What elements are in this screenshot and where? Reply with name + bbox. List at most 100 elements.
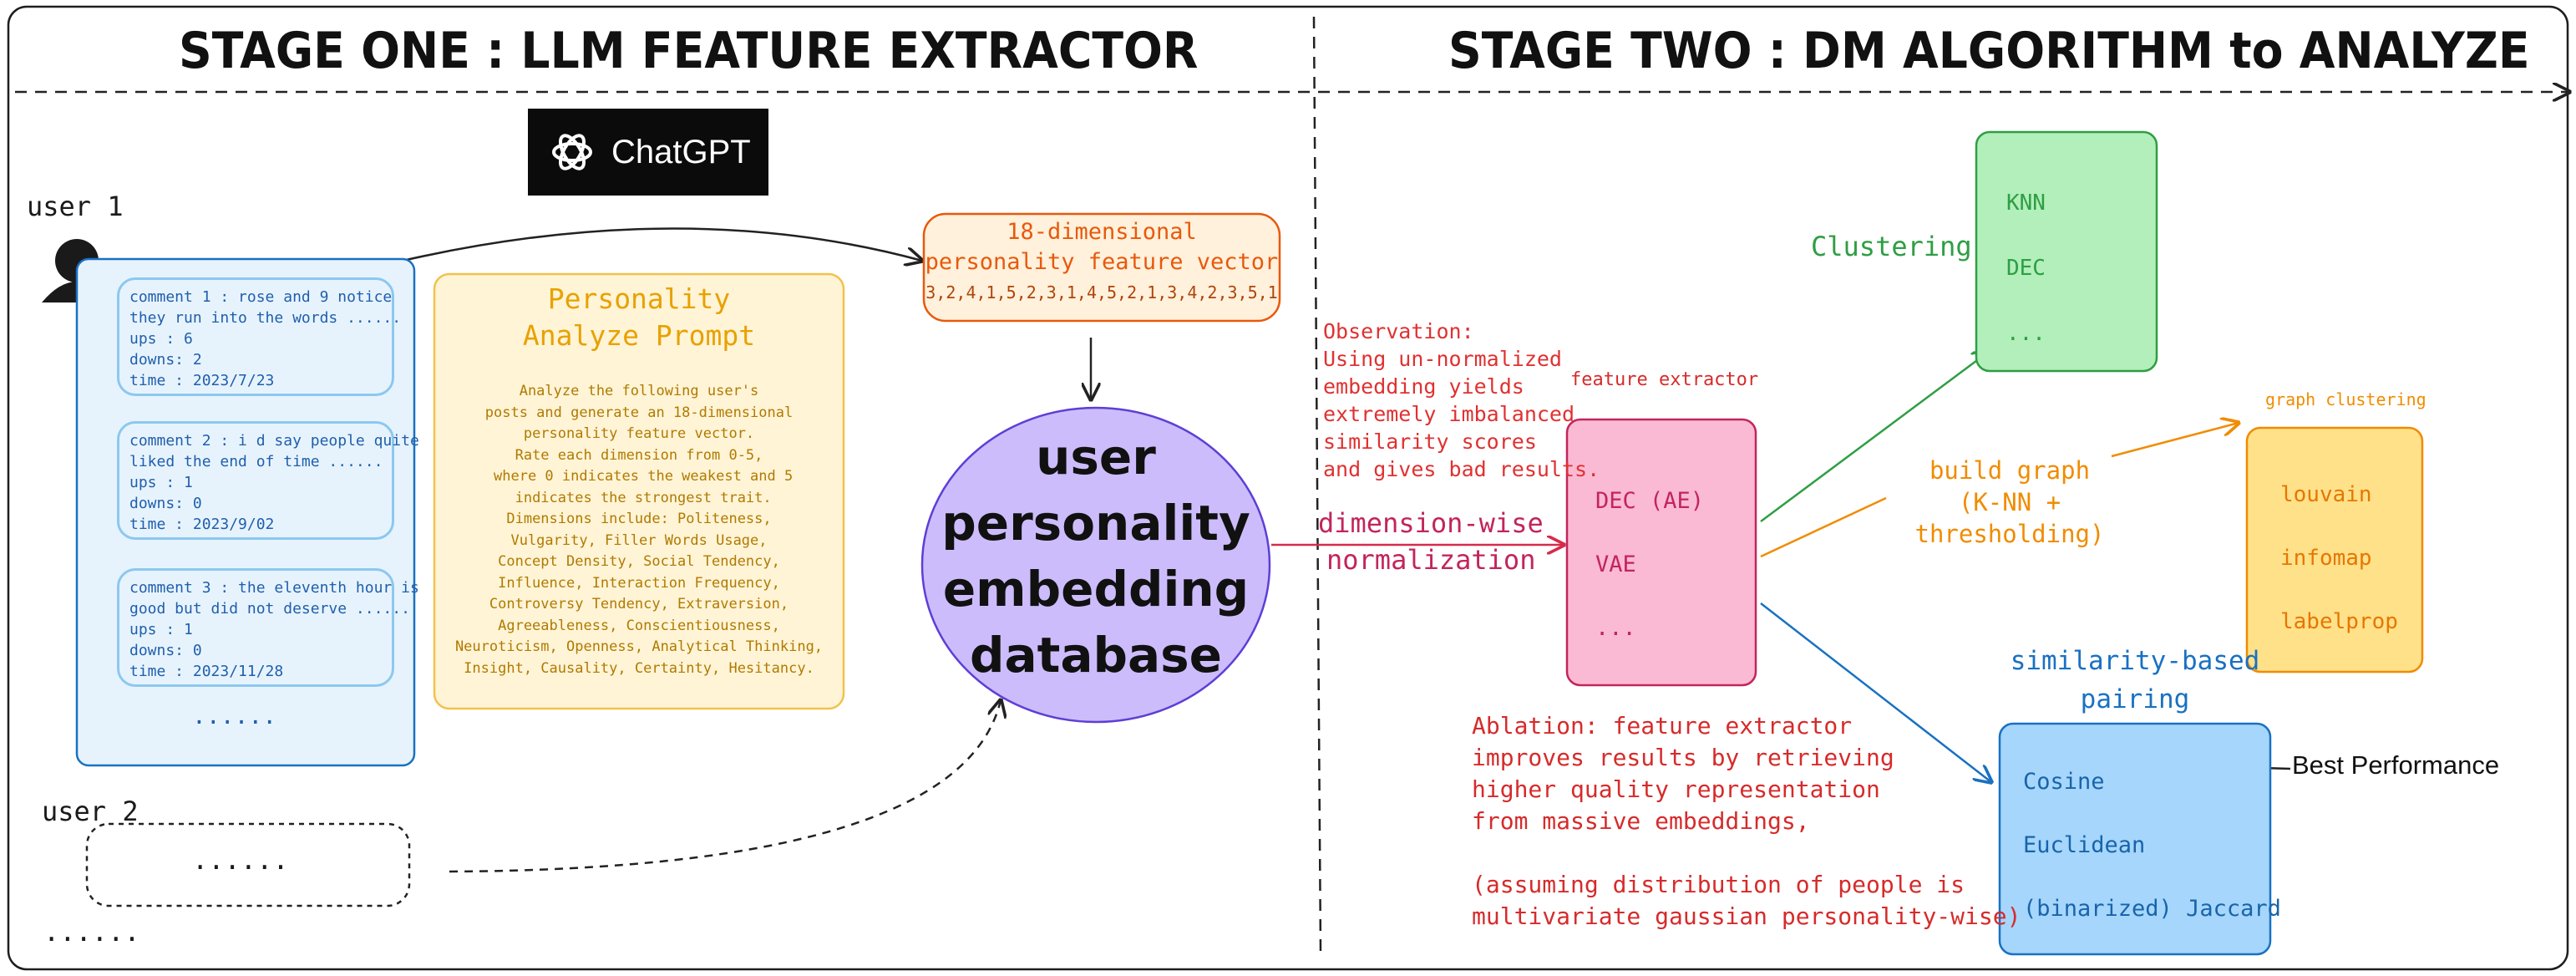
comment-card: comment 1 : rose and 9 notice they run i…	[117, 277, 402, 396]
feature-extractor-list: DEC (AE) VAE ...	[1595, 470, 1704, 660]
comment-time: time : 2023/11/28	[129, 663, 284, 680]
ablation-line: from massive embeddings,	[1472, 807, 1810, 835]
ablation-spacer	[1472, 837, 2021, 869]
ablation-line: Ablation: feature extractor	[1472, 712, 1853, 740]
graph-clustering-list: louvain infomap labelprop	[2280, 463, 2398, 653]
comment-text: comment 2 : i d say people quite	[129, 432, 419, 450]
prompt-body: Analyze the following user's posts and g…	[454, 383, 824, 677]
similarity-label-line: pairing	[2080, 684, 2190, 714]
similarity-box	[1998, 722, 2272, 956]
best-performance-label: Best Performance	[2292, 750, 2500, 780]
comment-card: comment 2 : i d say people quite liked t…	[117, 421, 419, 540]
database-label-line: user	[1036, 429, 1156, 485]
feature-extractor-box	[1565, 418, 1757, 687]
comment-card: comment 3 : the eleventh hour is good bu…	[117, 568, 419, 687]
user2-placeholder: ......	[192, 844, 289, 876]
clustering-list: KNN DEC ...	[2006, 170, 2046, 366]
observation-line: Observation:	[1323, 319, 1474, 343]
comment-text: comment 1 : rose and 9 notice	[129, 288, 393, 306]
comment-text: they run into the words ......	[129, 309, 402, 327]
user2-label: user 2	[42, 796, 139, 827]
clustering-item: KNN	[2006, 191, 2046, 216]
clustering-item: ...	[2006, 321, 2046, 346]
normalization-label: dimension-wise normalization	[1318, 505, 1544, 578]
chatgpt-badge: ChatGPT	[528, 109, 768, 196]
observation-note: Observation: Using un-normalized embeddi…	[1323, 318, 1600, 483]
comment-text: comment 3 : the eleventh hour is	[129, 579, 419, 597]
vector-title-line: 18-dimensional	[1007, 219, 1197, 245]
comment-text: good but did not deserve ......	[129, 600, 410, 618]
database-label-line: personality	[941, 495, 1250, 552]
comments-more: ......	[192, 702, 277, 729]
user2-placeholder-box	[85, 822, 411, 907]
ablation-note: Ablation: feature extractor improves res…	[1472, 710, 2021, 933]
arrow-graph-to-clustering	[2111, 423, 2239, 458]
comment-ups: ups : 1	[129, 474, 193, 491]
prompt-title-line: Personality	[547, 282, 731, 315]
comment-text: liked the end of time ......	[129, 453, 383, 470]
chatgpt-label: ChatGPT	[611, 133, 751, 170]
database-label: user personality embedding database	[922, 424, 1270, 689]
stage-divider-vertical	[1312, 16, 1322, 952]
observation-line: Using un-normalized	[1323, 347, 1562, 371]
more-users-ellipsis: ......	[43, 916, 140, 948]
vector-values: 3,2,4,1,5,2,3,1,4,5,2,1,3,4,2,3,5,1	[925, 282, 1278, 302]
database-label-line: database	[969, 627, 1223, 684]
arrow-user2-to-database	[449, 700, 1001, 873]
similarity-item: Cosine	[2023, 769, 2105, 795]
database-label-line: embedding	[942, 561, 1250, 618]
observation-line: embedding yields	[1323, 374, 1524, 399]
graph-clustering-item: labelprop	[2280, 609, 2398, 634]
build-graph-line: (K-NN + thresholding)	[1914, 488, 2105, 548]
graph-clustering-item: louvain	[2280, 482, 2372, 507]
database-ellipse	[920, 406, 1271, 724]
comment-time: time : 2023/7/23	[129, 372, 275, 389]
feature-extractor-item: ...	[1595, 615, 1636, 641]
prompt-title-line: Analyze Prompt	[522, 319, 756, 352]
comment-downs: downs: 0	[129, 495, 202, 512]
graph-clustering-label: graph clustering	[2265, 389, 2426, 409]
similarity-list: Cosine Euclidean (binarized) Jaccard	[2023, 750, 2281, 941]
comment-time: time : 2023/9/02	[129, 516, 275, 533]
arrow-extractor-to-graph	[1760, 496, 1887, 558]
normalization-line: normalization	[1326, 544, 1536, 576]
comment-ups: ups : 1	[129, 621, 193, 638]
user1-label: user 1	[27, 191, 124, 222]
arrow-extractor-to-similarity	[1760, 602, 1991, 782]
normalization-line: dimension-wise	[1318, 507, 1544, 539]
build-graph-label: build graph (K-NN + thresholding)	[1859, 455, 2160, 550]
ablation-line: multivariate gaussian personality-wise)	[1472, 902, 2021, 930]
vector-title-line: personality feature vector	[925, 249, 1279, 275]
arrow-extractor-to-clustering	[1760, 351, 1990, 523]
ablation-line: improves results by retrieving	[1472, 744, 1894, 771]
similarity-item: (binarized) Jaccard	[2023, 896, 2281, 922]
graph-clustering-item: infomap	[2280, 546, 2372, 571]
openai-logo-icon	[552, 134, 592, 170]
clustering-box	[1975, 130, 2158, 373]
feature-extractor-item: VAE	[1595, 552, 1636, 577]
ablation-line: higher quality representation	[1472, 775, 1880, 803]
prompt-title: Personality Analyze Prompt	[434, 281, 844, 354]
similarity-item: Euclidean	[2023, 832, 2146, 858]
comment-downs: downs: 2	[129, 351, 202, 369]
feature-extractor-item: DEC (AE)	[1595, 488, 1705, 514]
outer-frame	[7, 5, 2569, 971]
ablation-line: (assuming distribution of people is	[1472, 871, 1965, 898]
comment-ups: ups : 6	[129, 330, 193, 348]
build-graph-line: build graph	[1929, 456, 2091, 485]
feature-extractor-label: feature extractor	[1570, 369, 1759, 390]
similarity-label: similarity-based pairing	[2001, 642, 2269, 719]
observation-line: extremely imbalanced	[1323, 402, 1575, 426]
vector-title: 18-dimensional personality feature vecto…	[924, 217, 1280, 308]
stage-two-title: STAGE TWO : DM ALGORITHM to ANALYZE	[1448, 22, 2530, 80]
prompt-box	[433, 272, 845, 710]
similarity-label-line: similarity-based	[2010, 646, 2260, 676]
comment-downs: downs: 0	[129, 642, 202, 659]
observation-line: and gives bad results.	[1323, 457, 1600, 481]
stage-one-title: STAGE ONE : LLM FEATURE EXTRACTOR	[179, 22, 1199, 80]
clustering-label: Clustering	[1811, 231, 1972, 262]
observation-line: similarity scores	[1323, 430, 1537, 454]
vector-box	[922, 212, 1281, 323]
graph-clustering-box	[2245, 426, 2424, 674]
arrow-user-to-vector	[402, 227, 922, 262]
